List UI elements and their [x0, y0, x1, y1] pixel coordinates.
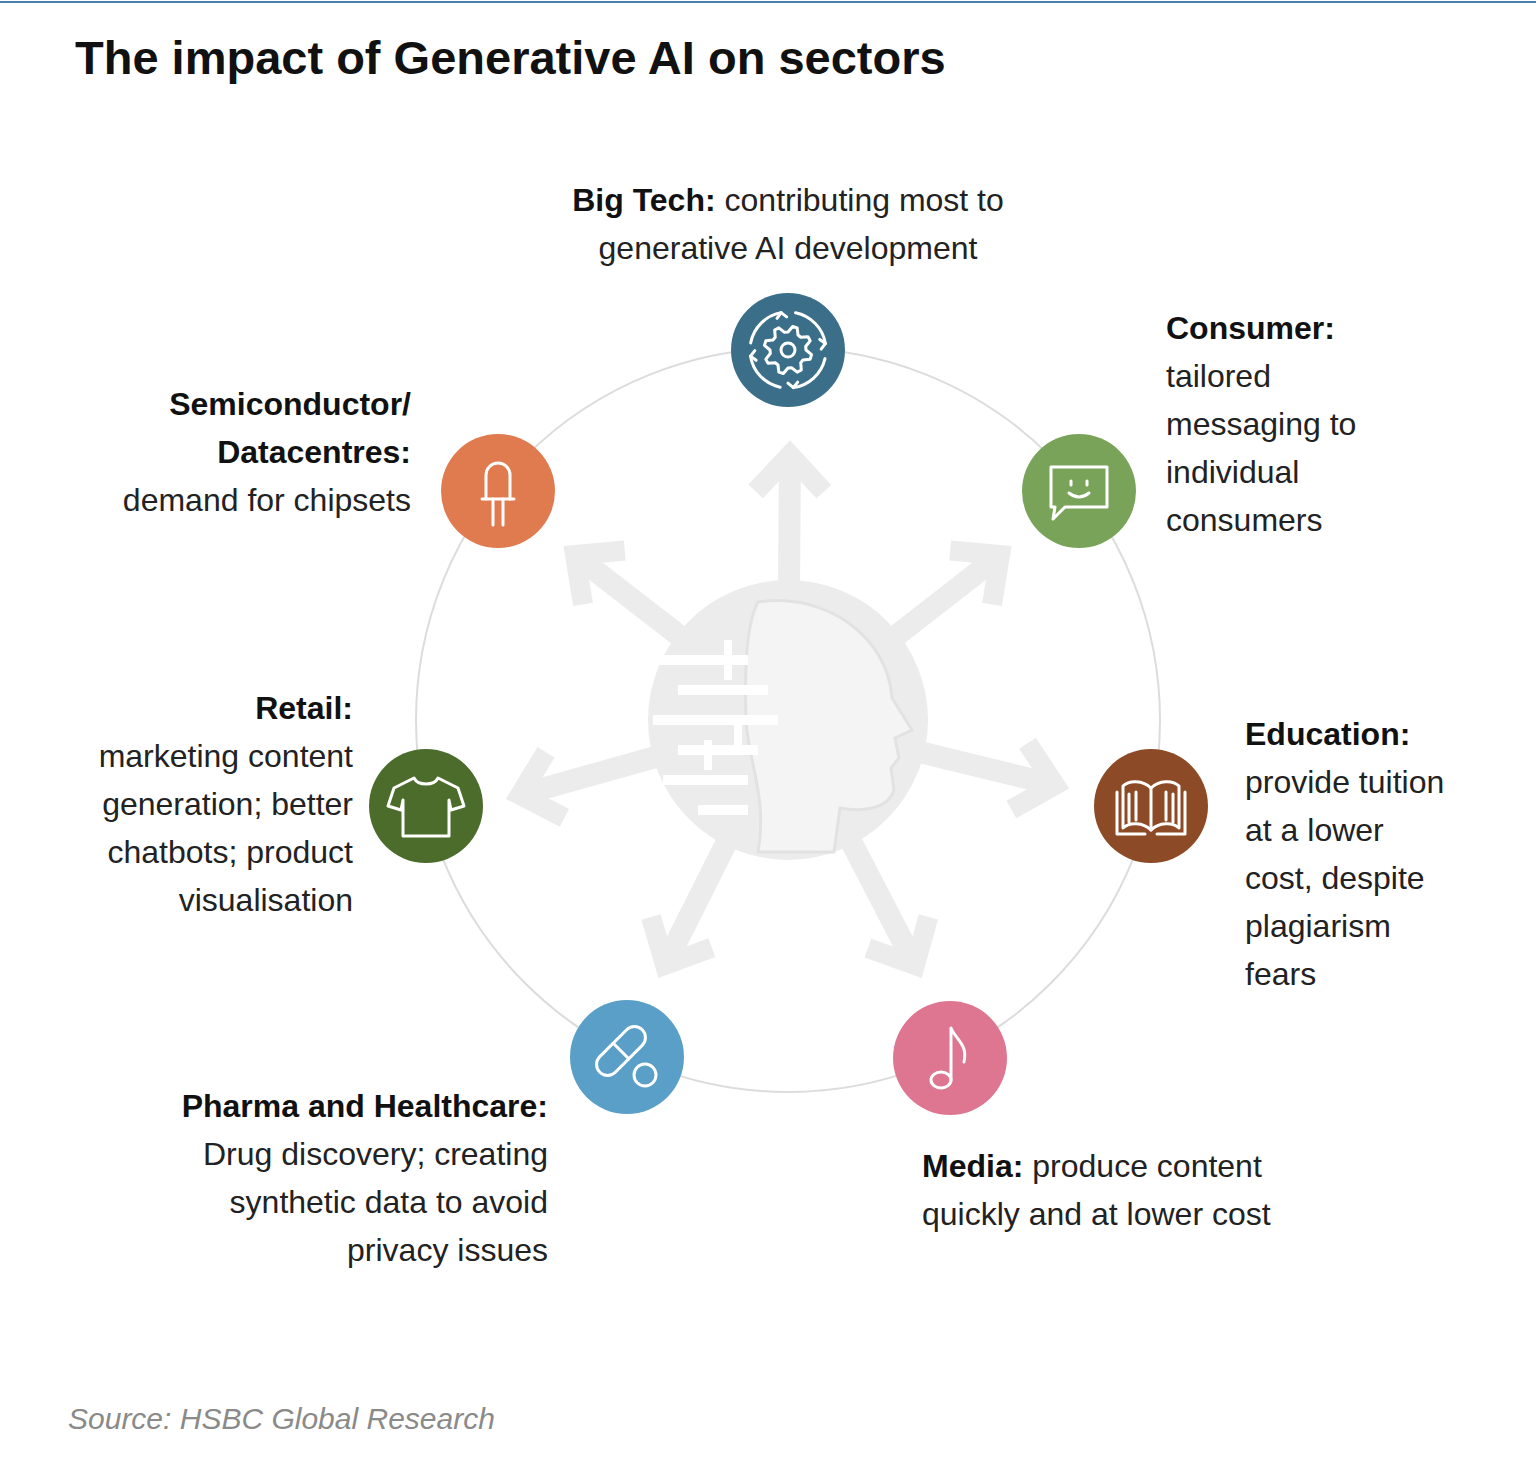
sector-icon	[731, 293, 845, 407]
icon-stroke	[388, 778, 464, 836]
top-rule	[0, 1, 1536, 3]
circuit-line	[658, 655, 748, 665]
sector-label: Consumer:tailored messaging to individua…	[1166, 304, 1406, 544]
icon-stroke	[486, 463, 510, 499]
icon-stroke	[592, 1022, 650, 1080]
sector-node: Semiconductor/ Datacentres:demand for ch…	[441, 434, 555, 548]
sector-name: Retail:	[43, 684, 353, 732]
icon-stroke	[1051, 467, 1107, 519]
circuit-line	[704, 740, 712, 770]
sector-label: Education:provide tuition at a lower cos…	[1245, 710, 1450, 998]
sector-name: Pharma and Healthcare:	[128, 1082, 548, 1130]
sector-description: demand for chipsets	[61, 476, 411, 524]
sector-label: Media:produce content quickly and at low…	[922, 1142, 1362, 1238]
sector-node: Consumer:tailored messaging to individua…	[1022, 434, 1136, 548]
source-caption: Source: HSBC Global Research	[68, 1402, 495, 1436]
circuit-line	[653, 715, 778, 725]
sector-icon	[1022, 434, 1136, 548]
sector-node: Education:provide tuition at a lower cos…	[1094, 749, 1208, 863]
icon-stroke	[1150, 788, 1153, 830]
icon-stroke	[634, 1064, 656, 1086]
centre-disc	[648, 580, 928, 860]
arrow-head	[868, 917, 929, 965]
icon-stroke	[788, 382, 798, 388]
sector-icon	[570, 1000, 684, 1114]
circuit-line	[678, 745, 758, 755]
arrow-head	[950, 551, 1000, 605]
sector-label: Retail:marketing content generation; bet…	[43, 684, 353, 924]
icon-stroke	[1123, 782, 1179, 830]
sector-name: Consumer:	[1166, 304, 1406, 352]
icon-stroke	[482, 498, 514, 501]
icon-stroke	[777, 313, 787, 319]
sector-icon	[1094, 749, 1208, 863]
arrows	[520, 455, 1055, 965]
icon-stroke	[1069, 493, 1089, 497]
ring	[416, 348, 1160, 1092]
sector-node: Pharma and Healthcare:Drug discovery; cr…	[570, 1000, 684, 1114]
arrow-head	[651, 917, 712, 965]
ai-head-illustration	[648, 580, 928, 860]
icon-stroke	[751, 351, 757, 361]
icon-stroke	[951, 1028, 965, 1080]
arrow-head	[520, 752, 564, 818]
icon-stroke	[931, 1072, 951, 1088]
sector-node: Big Tech:contributing most to generative…	[731, 293, 845, 407]
icon-stroke	[764, 326, 811, 373]
icon-stroke	[1117, 792, 1185, 834]
title: The impact of Generative AI on sectors	[75, 30, 946, 85]
circuit-line	[663, 775, 748, 785]
icon-stroke	[781, 343, 795, 357]
sector-description: tailored messaging to individual consume…	[1166, 352, 1406, 544]
sector-name: Big Tech:	[572, 182, 715, 218]
sector-description: provide tuition at a lower cost, despite…	[1245, 758, 1450, 998]
sector-name: Semiconductor/ Datacentres:	[61, 380, 411, 476]
sector-icon	[369, 749, 483, 863]
arrow-head	[1011, 743, 1055, 809]
circuit-line	[678, 685, 768, 695]
icon-stroke	[1086, 481, 1089, 485]
sector-name: Education:	[1245, 710, 1450, 758]
icon-stroke	[1129, 792, 1173, 822]
sector-name: Media:	[922, 1148, 1023, 1184]
icon-stroke	[820, 339, 826, 349]
arrow-head	[756, 455, 824, 492]
circuit-line	[734, 720, 742, 750]
sector-node: Retail:marketing content generation; bet…	[369, 749, 483, 863]
sector-label: Big Tech:contributing most to generative…	[528, 176, 1048, 272]
icon-stroke	[613, 1043, 629, 1059]
head-profile	[746, 601, 913, 852]
sector-icon	[893, 1001, 1007, 1115]
circuit-line	[698, 805, 748, 815]
circuit-line	[724, 640, 732, 680]
icon-stroke	[493, 499, 503, 525]
sector-description: Drug discovery; creating synthetic data …	[128, 1130, 548, 1274]
sector-node: Media:produce content quickly and at low…	[893, 1001, 1007, 1115]
icon-stroke	[1070, 481, 1073, 485]
sector-label: Pharma and Healthcare:Drug discovery; cr…	[128, 1082, 548, 1274]
sector-description: marketing content generation; better cha…	[43, 732, 353, 924]
sector-icon	[441, 434, 555, 548]
arrow-head	[575, 550, 625, 604]
sector-label: Semiconductor/ Datacentres:demand for ch…	[61, 380, 411, 524]
